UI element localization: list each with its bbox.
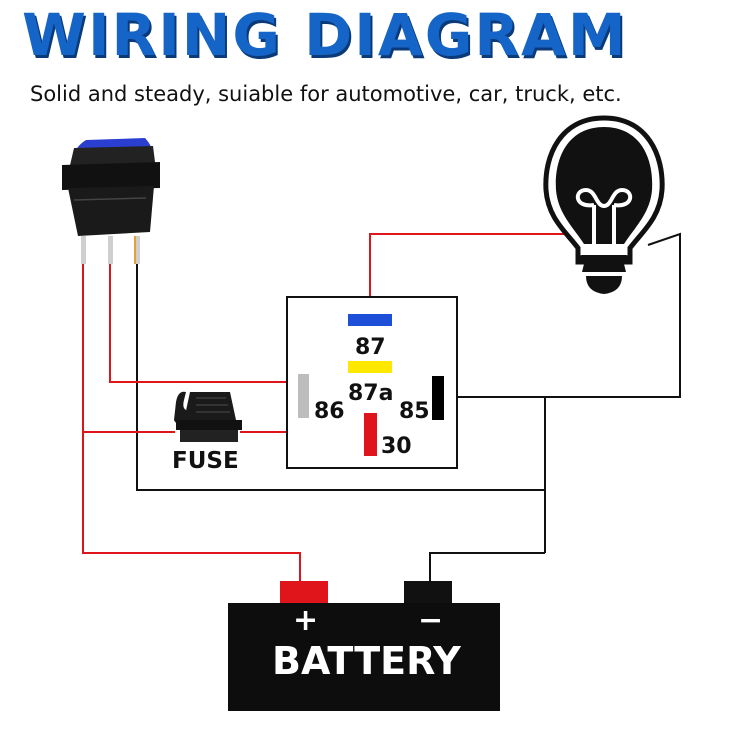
battery-positive-wire bbox=[82, 262, 301, 583]
label-85: 85 bbox=[399, 399, 430, 424]
battery-negative-terminal bbox=[404, 581, 452, 603]
relay-pin-30 bbox=[364, 413, 377, 456]
label-87a: 87a bbox=[348, 381, 393, 406]
label-30: 30 bbox=[381, 434, 412, 459]
relay-icon: 87 87a 86 85 30 bbox=[286, 296, 458, 469]
battery-label: BATTERY bbox=[272, 639, 461, 683]
rocker-switch-icon bbox=[62, 138, 160, 264]
relay-pin-87 bbox=[348, 314, 392, 326]
light-bulb-icon bbox=[543, 115, 665, 294]
page-title: WIRING DIAGRAM bbox=[22, 1, 628, 69]
battery-positive-sign: + bbox=[293, 603, 318, 638]
pin87-to-bulb-wire bbox=[369, 233, 580, 314]
fuse-icon: FUSE bbox=[172, 391, 242, 474]
battery-negative-wire bbox=[429, 552, 545, 588]
label-87: 87 bbox=[355, 335, 386, 360]
battery-negative-sign: − bbox=[418, 603, 443, 638]
bulb-ground-wire bbox=[545, 232, 681, 398]
switch-to-pin86-wire bbox=[109, 262, 300, 383]
relay-pin-86 bbox=[298, 374, 309, 418]
page-subtitle: Solid and steady, suiable for automotive… bbox=[30, 82, 622, 106]
relay-pin-85 bbox=[432, 376, 444, 420]
black-wires bbox=[136, 232, 681, 588]
switch-ground-wire bbox=[136, 262, 545, 491]
fuse-label: FUSE bbox=[172, 448, 239, 474]
label-86: 86 bbox=[314, 399, 345, 424]
battery-icon: + − BATTERY bbox=[228, 581, 500, 711]
battery-positive-terminal bbox=[280, 581, 328, 603]
relay-pin-87a bbox=[348, 361, 392, 373]
